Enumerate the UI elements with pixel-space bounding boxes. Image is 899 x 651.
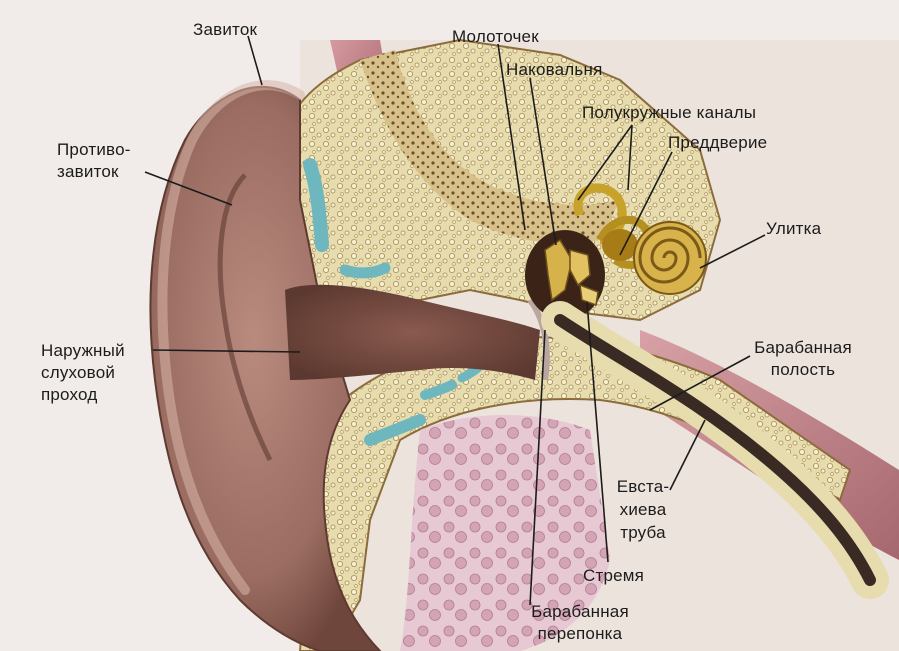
vestibule-shape (602, 229, 638, 261)
cartilage-upper-2 (345, 268, 385, 273)
cochlea-shape (634, 222, 706, 294)
label-vestibule: Преддверие (668, 133, 767, 152)
label-malleus: Молоточек (452, 27, 539, 46)
label-antihelix-line1: Противо- (57, 140, 131, 159)
label-eustachian-line3: труба (598, 523, 688, 542)
label-incus: Наковальня (506, 60, 602, 79)
label-tympanic-cavity-line2: полость (745, 360, 861, 379)
label-eustachian-line1: Евста- (598, 477, 688, 496)
label-eustachian-line2: хиева (598, 500, 688, 519)
label-semicircular-canals: Полукружные каналы (582, 103, 756, 122)
label-antihelix-line2: завиток (57, 162, 119, 181)
label-ear-canal-line2: слуховой (41, 363, 115, 382)
label-ear-canal-line1: Наружный (41, 341, 125, 360)
label-helix: Завиток (193, 20, 257, 39)
label-eardrum-line2: перепонка (520, 624, 640, 643)
label-ear-canal-line3: проход (41, 385, 97, 404)
leader-helix (248, 36, 262, 85)
label-cochlea: Улитка (766, 219, 821, 238)
label-stapes: Стремя (583, 566, 644, 585)
label-tympanic-cavity-line1: Барабанная (745, 338, 861, 357)
label-eardrum-line1: Барабанная (520, 602, 640, 621)
